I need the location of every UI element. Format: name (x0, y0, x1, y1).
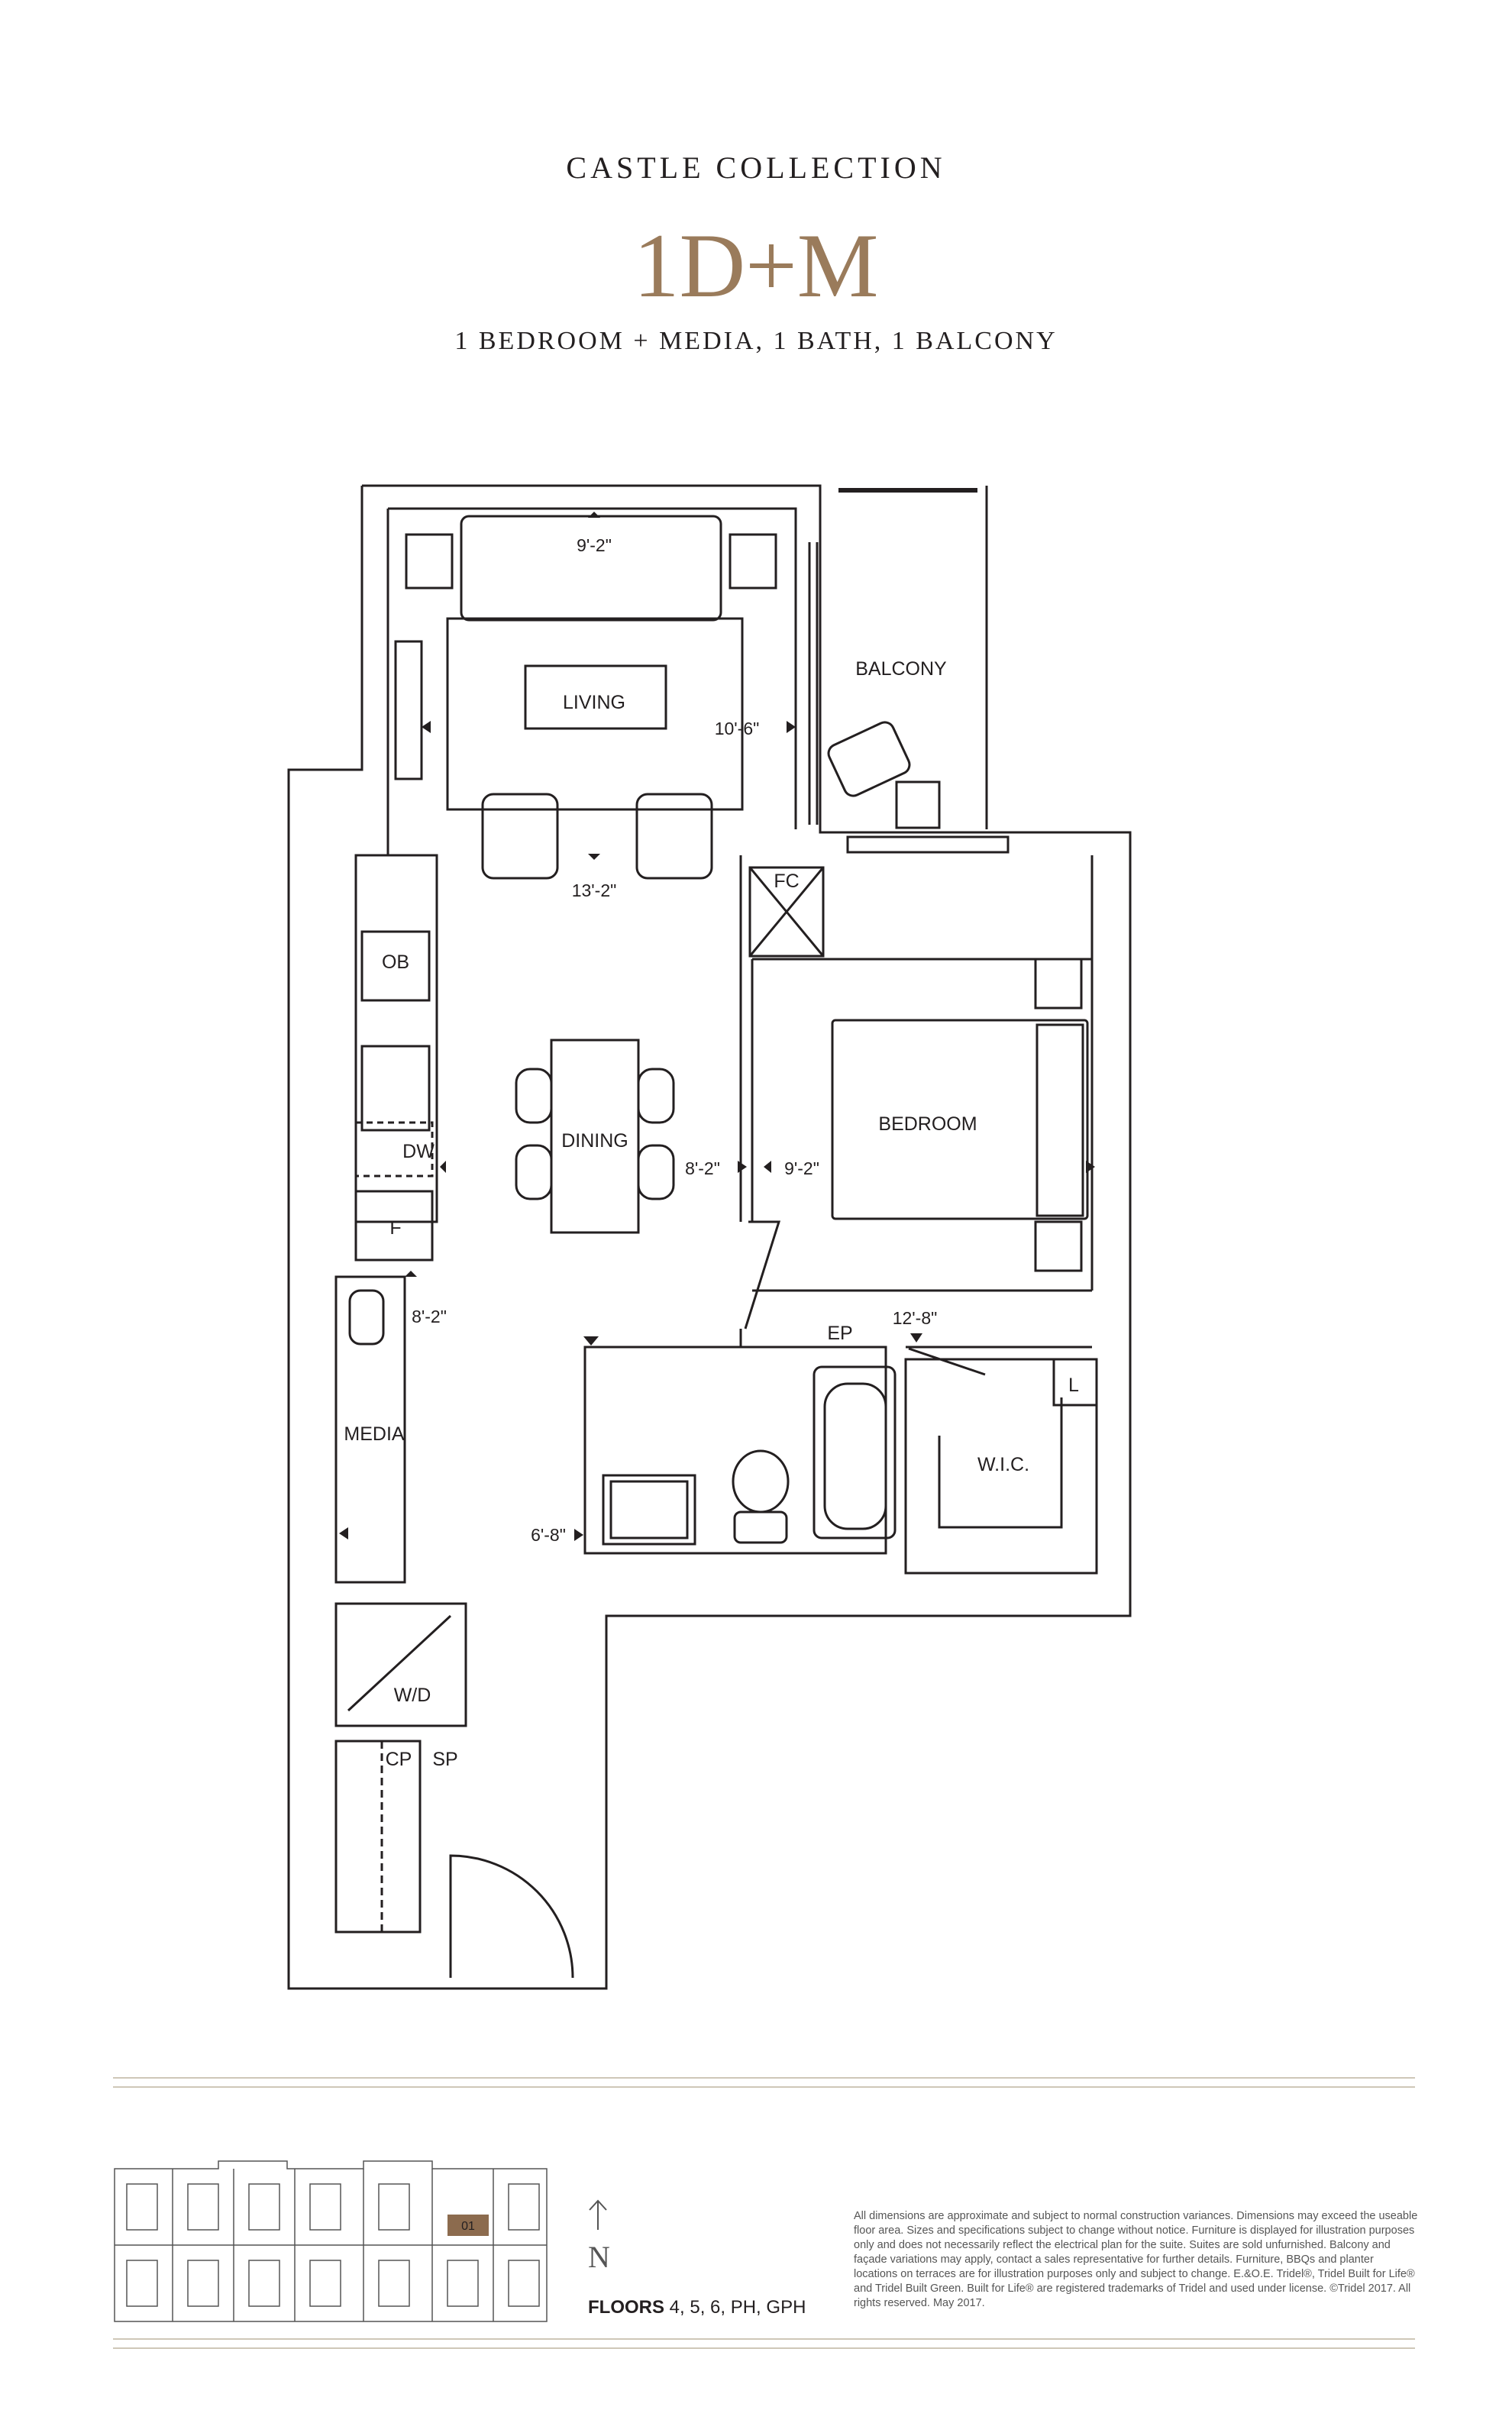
room-label-fc: FC (774, 871, 799, 892)
north-letter: N (588, 2240, 610, 2274)
room-label-ob: OB (382, 951, 409, 973)
top-rule (113, 2077, 1415, 2079)
north-arrow-icon (589, 2199, 607, 2230)
room-label-sp: SP (432, 1749, 457, 1770)
outer-wall (287, 484, 1132, 1990)
room-label-media: MEDIA (344, 1423, 405, 1445)
dim-living-length: 10'-6" (715, 719, 760, 738)
dim-dining-length: 13'-2" (572, 880, 617, 900)
collection-title: CASTLE COLLECTION (566, 150, 946, 185)
key-plan: 01 (114, 2160, 548, 2322)
suite-description: 1 BEDROOM + MEDIA, 1 BATH, 1 BALCONY (454, 327, 1058, 355)
floors-label: FLOORS (588, 2297, 664, 2318)
floors-values: 4, 5, 6, PH, GPH (664, 2297, 806, 2318)
room-label-ep: EP (827, 1323, 852, 1344)
bottom-rule (113, 2338, 1415, 2340)
room-label-l: L (1068, 1375, 1079, 1396)
dim-bath-width: 6'-8" (531, 1525, 566, 1545)
bottom-rule-2 (113, 2347, 1415, 2349)
room-label-wd: W/D (394, 1685, 431, 1706)
unit-label: 01 (461, 2220, 475, 2233)
model-title: 1D+M (633, 215, 879, 316)
room-label-balcony: BALCONY (855, 658, 947, 680)
top-rule-2 (113, 2086, 1415, 2088)
dim-bedroom-length: 12'-8" (893, 1308, 938, 1328)
unit-highlight (447, 2215, 489, 2236)
room-label-f: F (389, 1217, 401, 1239)
dim-dining-width: 8'-2" (685, 1158, 720, 1178)
room-label-dw: DW (402, 1141, 435, 1162)
dim-living-width: 9'-2" (577, 535, 612, 555)
room-label-living: LIVING (563, 692, 625, 713)
room-label-cp: CP (386, 1749, 412, 1770)
room-label-wic: W.I.C. (977, 1454, 1029, 1475)
disclaimer-text: All dimensions are approximate and subje… (854, 2210, 1418, 2309)
dim-media-width: 8'-2" (412, 1307, 447, 1326)
room-label-bedroom: BEDROOM (878, 1113, 977, 1135)
dim-bedroom-width: 9'-2" (784, 1158, 819, 1178)
room-label-dining: DINING (561, 1130, 628, 1152)
inner-wall (388, 507, 797, 829)
floors-info: FLOORS 4, 5, 6, PH, GPH (588, 2297, 806, 2318)
